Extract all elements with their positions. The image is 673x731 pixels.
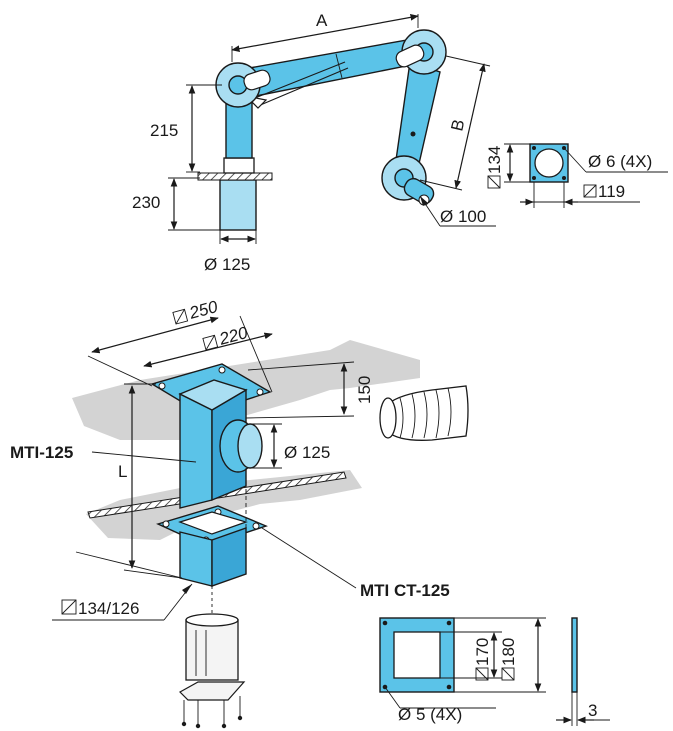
extraction-arm: A B 215 230 Ø 125 Ø 100 [132, 11, 496, 274]
dim-119-label: 119 [598, 182, 625, 201]
dim-top-d125-label: Ø 125 [204, 255, 250, 274]
dim-134-126-label: 134/126 [78, 599, 139, 618]
ct-box-side [211, 527, 247, 587]
gasket-side [571, 617, 578, 693]
ceiling-installation: L 250 220 150 Ø 125 MTI-125 [10, 297, 469, 729]
dim-230-label: 230 [132, 193, 160, 212]
label-mti-125: MTI-125 [10, 443, 73, 462]
dim-d100-label: Ø 100 [440, 207, 486, 226]
dim-3-label: 3 [588, 701, 597, 720]
flex-hose [379, 385, 469, 441]
floor-slab [86, 470, 362, 540]
ct-box-front [179, 531, 213, 587]
label-mti-ct-125: MTI CT-125 [360, 581, 450, 600]
dim-d5-label: Ø 5 (4X) [398, 705, 462, 724]
dim-180-label: 180 [499, 638, 518, 666]
arm-segment-b [395, 61, 441, 169]
dim-170-label: 170 [473, 638, 492, 666]
arm-mount-collar [223, 157, 255, 174]
mti-box-front [179, 392, 213, 509]
dim-d6-label: Ø 6 (4X) [588, 152, 652, 171]
arm-segment-a [237, 37, 427, 99]
dim-150-label: 150 [355, 376, 374, 404]
dim-215-label: 215 [150, 121, 178, 140]
arm-riser [225, 99, 253, 159]
dim-l-label: L [118, 462, 127, 481]
small-flange: 134 Ø 6 (4X) 119 [485, 143, 668, 208]
dim-220-label: 220 [216, 323, 250, 349]
dim-bottom-d125-label: Ø 125 [284, 443, 330, 462]
dim-a-label: A [316, 11, 328, 30]
arm-ceiling-plate [197, 172, 273, 181]
lower-pipe [179, 586, 246, 729]
dim-134-label: 134 [485, 146, 504, 174]
dim-b-label: B [447, 118, 468, 133]
large-flange: 170 180 Ø 5 (4X) 3 [379, 617, 610, 726]
arm-base-pipe [219, 179, 257, 231]
